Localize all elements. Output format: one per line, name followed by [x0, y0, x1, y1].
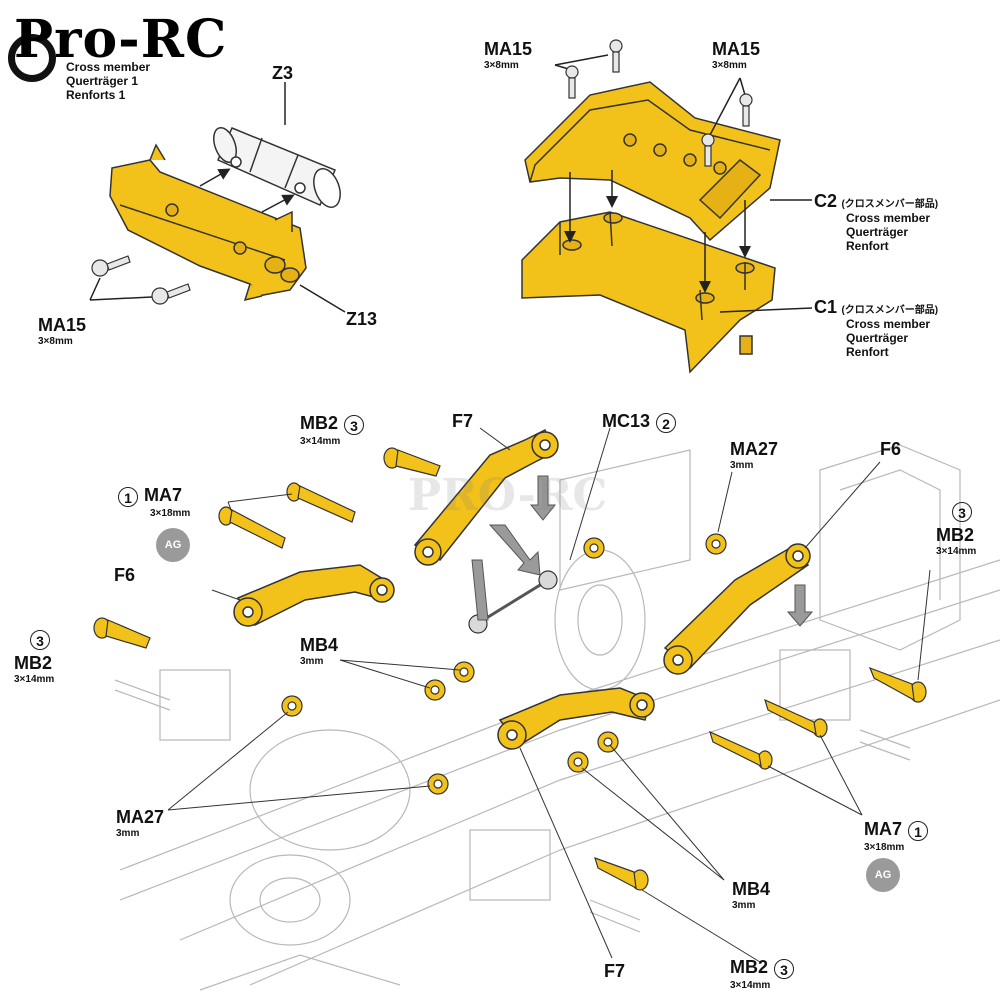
screw-label-ma7-left: 1 MA7 3×18mm: [118, 486, 190, 519]
link-f6-left: [233, 564, 395, 627]
qty-badge: 3: [30, 630, 50, 650]
screw-ma15-left-b: [151, 283, 191, 305]
nut-label-ma27-left: MA27 3mm: [116, 808, 164, 839]
brand-logo: Pro-RC: [14, 9, 228, 70]
screw-size: 3×8mm: [712, 60, 747, 71]
part-label-f7-top: F7: [452, 411, 474, 431]
part-desc-line: Renfort: [846, 239, 889, 253]
bottom-hardware: [93, 447, 927, 891]
nut-name: MA27: [116, 807, 165, 827]
part-desc: Cross member Querträger Renfort: [846, 317, 938, 359]
part-desc-line: Cross member: [846, 317, 931, 331]
top-right-arrows: [554, 54, 813, 313]
part-code: C1: [814, 297, 838, 317]
screw-name: MB2: [300, 413, 339, 433]
grease-ag-badge: AG: [156, 528, 190, 562]
screw-ma15-left-a: [91, 255, 131, 277]
part-desc-line: Querträger: [846, 331, 909, 345]
nut-size: 3mm: [300, 656, 324, 667]
z13-header-line: Renforts 1: [66, 88, 126, 102]
screw-size: 3×14mm: [14, 674, 55, 685]
part-desc-line: Renfort: [846, 345, 889, 359]
part-label-f7-bottom: F7: [604, 961, 626, 981]
z13-header-line: Cross member: [66, 60, 151, 74]
part-label-f6-right: F6: [880, 439, 902, 459]
screw-name: MB2: [730, 957, 769, 977]
z13-header: Cross member Querträger 1 Renforts 1: [66, 60, 150, 102]
qty-badge: 3: [952, 502, 972, 522]
bottom-leader-lines: [167, 427, 931, 963]
screw-name: MB2: [14, 653, 53, 673]
qty-badge: 2: [656, 412, 677, 433]
nut-label-mb4-right: MB4 3mm: [732, 880, 770, 911]
screw-name: MA15: [38, 315, 87, 335]
screw-size: 3×14mm: [730, 979, 771, 991]
part-label-z3: Z3: [272, 63, 294, 83]
screw-label-ma15: MA15 3×8mm: [38, 316, 86, 347]
part-label-c2: C2 (クロスメンバー部品) Cross member Querträger R…: [814, 192, 938, 253]
screw-name: MA7: [144, 485, 183, 505]
link-f7-bottom: [497, 687, 655, 750]
cross-member-c2: [524, 81, 781, 242]
z13-header-line: Querträger 1: [66, 74, 139, 88]
link-f6-right: [663, 543, 811, 675]
qty-badge: 3: [774, 958, 795, 979]
qty-badge: 1: [118, 486, 138, 507]
screw-size: 3×8mm: [38, 336, 73, 347]
logo-ring: [8, 34, 56, 82]
screw-label-mb2-right: 3 MB2 3×14mm: [936, 502, 976, 557]
part-jp: (クロスメンバー部品): [841, 305, 939, 316]
part-code: C2: [814, 191, 838, 211]
tube-z3: [213, 126, 341, 208]
qty-badge: 3: [344, 414, 365, 435]
screw-label-ma15-right: MA15 3×8mm: [712, 40, 760, 71]
screw-name: MA15: [484, 39, 533, 59]
nut-name: MA27: [730, 439, 779, 459]
part-desc-line: Querträger: [846, 225, 909, 239]
direction-arrows: [471, 475, 814, 627]
nut-name: MB4: [732, 879, 771, 899]
link-f7-top: [413, 428, 559, 566]
screw-size: 3×14mm: [300, 435, 341, 447]
ghost-chassis: [114, 444, 1000, 991]
screw-size: 3×18mm: [864, 841, 905, 853]
screw-name: MA7: [864, 819, 903, 839]
part-label-f6-left: F6: [114, 565, 136, 585]
grease-ag-badge: AG: [866, 858, 900, 892]
qty-badge: 1: [908, 820, 929, 841]
screw-size: 3×14mm: [936, 546, 977, 557]
part-code: MC13: [602, 411, 651, 431]
top-right-screws: [565, 39, 753, 167]
top-left-arrows: [89, 82, 346, 313]
screw-label-mb2-left: 3 MB2 3×14mm: [14, 630, 54, 685]
nut-size: 3mm: [732, 900, 756, 911]
cross-member-z13: [109, 143, 307, 302]
screw-name: MB2: [936, 525, 975, 545]
screw-name: MA15: [712, 39, 761, 59]
part-label-z13: Z13: [346, 309, 378, 329]
watermark: PRO-RC: [408, 470, 608, 521]
nut-label-ma27-top: MA27 3mm: [730, 440, 778, 471]
screw-size: 3×18mm: [150, 507, 191, 519]
screw-size: 3×8mm: [484, 60, 519, 71]
part-desc-line: Cross member: [846, 211, 931, 225]
nut-size: 3mm: [116, 828, 140, 839]
cross-member-c1: [521, 211, 776, 374]
nut-name: MB4: [300, 635, 339, 655]
part-jp: (クロスメンバー部品): [841, 199, 939, 210]
nut-label-mb4-mid: MB4 3mm: [300, 636, 338, 667]
part-desc: Cross member Querträger Renfort: [846, 211, 938, 253]
part-label-c1: C1 (クロスメンバー部品) Cross member Querträger R…: [814, 298, 938, 359]
nut-size: 3mm: [730, 460, 754, 471]
screw-label-ma15-left: MA15 3×8mm: [484, 40, 532, 71]
